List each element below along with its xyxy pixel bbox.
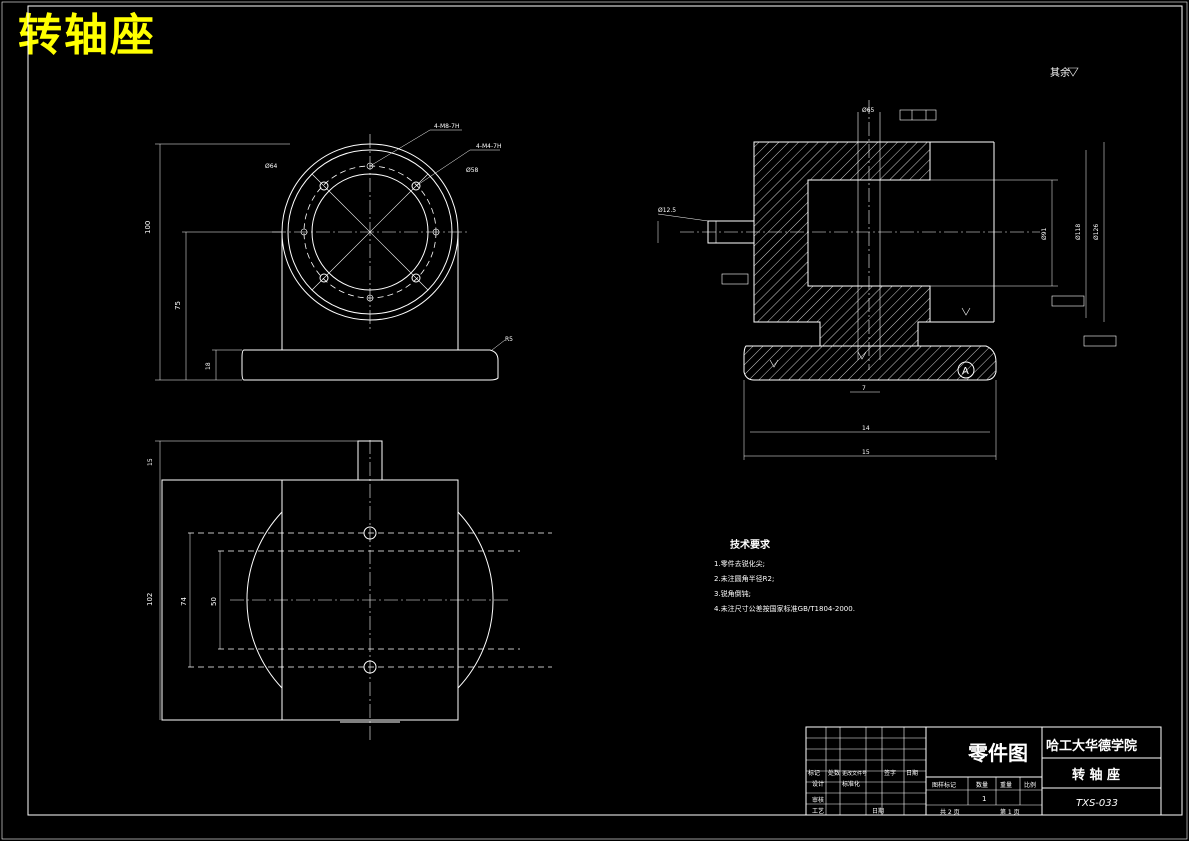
svg-text:Ø58: Ø58 bbox=[466, 167, 479, 174]
svg-text:Ø91: Ø91 bbox=[1041, 227, 1048, 240]
svg-text:图样标记: 图样标记 bbox=[932, 781, 956, 789]
svg-text:工艺: 工艺 bbox=[812, 807, 824, 815]
title-block: 标记 处数 更改文件号 签字 日期 设计 审核 工艺 标准化 日期 零件图 图样… bbox=[805, 726, 1162, 816]
svg-text:更改文件号: 更改文件号 bbox=[842, 770, 867, 777]
tech-requirement-item: 1.零件去锐化尖; bbox=[714, 559, 765, 568]
tolerance-frame-top bbox=[899, 109, 937, 121]
svg-text:18: 18 bbox=[205, 362, 212, 370]
roughness-symbol-icon bbox=[1067, 67, 1079, 77]
inner-border bbox=[27, 5, 1183, 816]
drawing-type: 零件图 bbox=[967, 741, 1028, 765]
svg-text:重量: 重量 bbox=[1000, 781, 1012, 789]
svg-text:Ø12.5: Ø12.5 bbox=[658, 207, 676, 214]
svg-text:Ø118: Ø118 bbox=[1075, 224, 1082, 240]
tolerance-frame-right-2 bbox=[1083, 335, 1117, 347]
roughness-note-text: 其余 bbox=[1050, 66, 1070, 79]
svg-text:Ø126: Ø126 bbox=[1093, 224, 1100, 240]
section-base-flange bbox=[743, 345, 997, 381]
svg-text:审核: 审核 bbox=[812, 796, 824, 804]
svg-text:Ø64: Ø64 bbox=[265, 163, 278, 170]
school-name: 哈工大华德学院 bbox=[1046, 738, 1137, 754]
svg-text:比例: 比例 bbox=[1024, 781, 1036, 789]
svg-text:R5: R5 bbox=[505, 336, 513, 343]
svg-text:标记: 标记 bbox=[808, 769, 820, 777]
tolerance-frame-shaft bbox=[721, 273, 749, 285]
svg-text:数量: 数量 bbox=[976, 781, 988, 789]
svg-text:第 1 页: 第 1 页 bbox=[1000, 808, 1020, 816]
svg-text:100: 100 bbox=[144, 221, 152, 234]
drawing-number: TXS-033 bbox=[1076, 798, 1118, 809]
svg-text:签字: 签字 bbox=[884, 769, 896, 777]
tech-requirement-item: 2.未注圆角半径R2; bbox=[714, 574, 774, 583]
part-name: 转 轴 座 bbox=[1072, 767, 1120, 783]
roughness-note: 其余 bbox=[1050, 66, 1079, 79]
svg-text:14: 14 bbox=[862, 425, 870, 432]
tech-requirements-heading: 技术要求 bbox=[730, 538, 771, 551]
svg-text:74: 74 bbox=[180, 597, 188, 606]
top-view: 15 102 74 50 bbox=[146, 440, 552, 740]
svg-text:50: 50 bbox=[210, 597, 218, 606]
svg-text:1: 1 bbox=[982, 795, 986, 803]
tech-requirement-item: 4.未注尺寸公差按国家标准GB/T1804-2000. bbox=[714, 604, 855, 613]
section-body-hatched bbox=[753, 141, 931, 347]
svg-text:标准化: 标准化 bbox=[842, 780, 860, 788]
section-view: Ø91 Ø118 Ø126 14 15 7 Ø65 Ø12.5 bbox=[657, 100, 1117, 460]
front-view: 4-M8-7H 4-M4-7H Ø64 Ø58 R5 100 75 18 bbox=[144, 123, 513, 381]
datum-a-icon bbox=[957, 361, 975, 379]
svg-text:Ø65: Ø65 bbox=[862, 107, 875, 114]
tech-requirement-item: 3.锐角倒钝; bbox=[714, 589, 751, 598]
drawing-title: 转轴座 bbox=[18, 10, 156, 61]
svg-text:设计: 设计 bbox=[812, 780, 824, 788]
tech-requirements: 技术要求 1.零件去锐化尖; 2.未注圆角半径R2; 3.锐角倒钝; 4.未注尺… bbox=[714, 538, 855, 613]
svg-text:15: 15 bbox=[147, 458, 154, 466]
svg-text:日期: 日期 bbox=[872, 807, 884, 815]
svg-text:A: A bbox=[962, 366, 969, 377]
svg-text:7: 7 bbox=[862, 385, 866, 392]
svg-text:日期: 日期 bbox=[906, 769, 918, 777]
svg-text:15: 15 bbox=[862, 449, 870, 456]
svg-text:4-M8-7H: 4-M8-7H bbox=[434, 123, 459, 130]
svg-text:处数: 处数 bbox=[828, 769, 840, 777]
front-base-plate bbox=[241, 349, 499, 381]
svg-text:4-M4-7H: 4-M4-7H bbox=[476, 143, 501, 150]
tolerance-frame-right-1 bbox=[1051, 295, 1085, 307]
svg-text:102: 102 bbox=[146, 593, 154, 606]
svg-text:75: 75 bbox=[174, 301, 182, 310]
svg-text:共 2 页: 共 2 页 bbox=[940, 808, 960, 816]
